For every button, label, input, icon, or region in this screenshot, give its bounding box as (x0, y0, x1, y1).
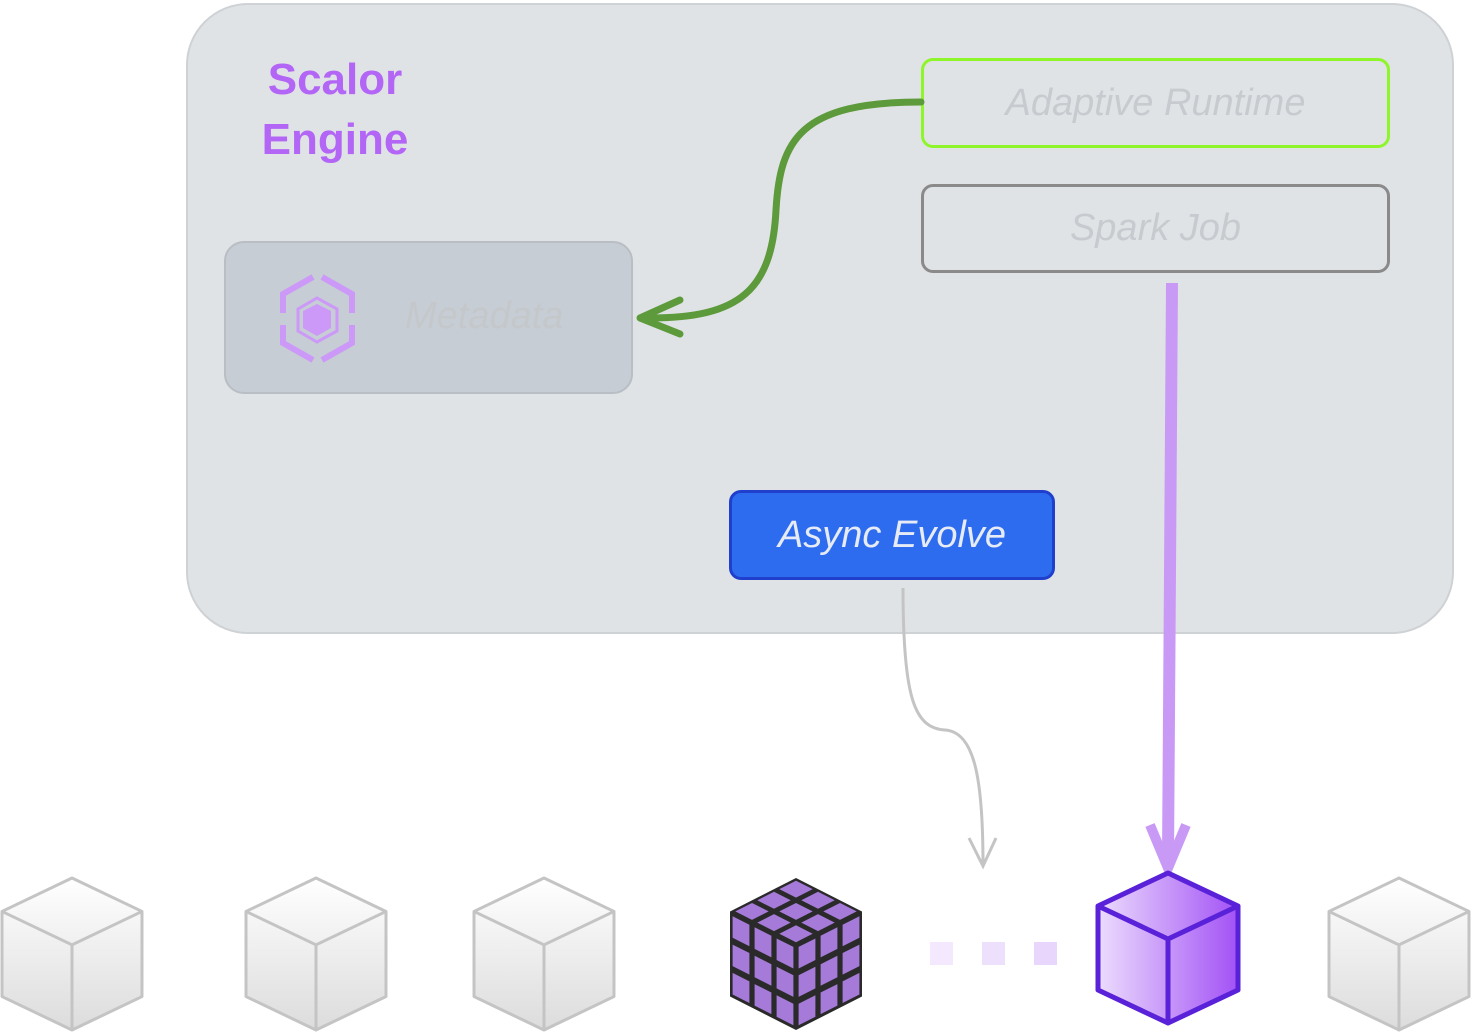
hexagon-cube-icon (280, 274, 355, 363)
metadata-label: Metadata (405, 295, 564, 337)
rubiks-cell (757, 891, 791, 909)
ellipsis-dot (930, 942, 953, 965)
rubiks-cell (776, 938, 794, 969)
spark-job-node[interactable]: Spark Job (921, 184, 1390, 273)
rubiks-cube (730, 878, 862, 1030)
rubiks-cell (776, 966, 794, 997)
rubiks-cell (823, 903, 857, 920)
rubiks-cell (754, 955, 772, 986)
rubiks-cell (779, 925, 813, 943)
rubiks-cell (798, 938, 816, 969)
rubiks-cell (754, 927, 772, 958)
async-evolve-node[interactable]: Async Evolve (729, 490, 1055, 580)
rubiks-cell (842, 972, 860, 1003)
storage-cube (472, 876, 616, 1032)
storage-cube (244, 876, 388, 1032)
ellipsis-dot (1034, 942, 1057, 965)
rubiks-cell (842, 916, 860, 947)
rubiks-cell (732, 916, 750, 947)
rubiks-cell (820, 984, 838, 1015)
rubiks-cell (735, 903, 769, 920)
rubiks-cell (779, 903, 813, 920)
storage-cube (1327, 876, 1471, 1032)
rubiks-cell (798, 966, 816, 997)
green-arrow (636, 98, 925, 338)
adaptive-runtime-node[interactable]: Adaptive Runtime (921, 58, 1390, 148)
rubiks-cell (776, 995, 794, 1026)
rubiks-cell (798, 995, 816, 1026)
rubiks-cell (754, 984, 772, 1015)
rubiks-cell (820, 927, 838, 958)
rubiks-cell (779, 880, 813, 898)
engine-title-line1: Scalor (267, 55, 403, 104)
ellipsis-dot (982, 942, 1005, 965)
metadata-node[interactable] (224, 241, 633, 394)
rubiks-cell (842, 944, 860, 975)
engine-title: Scalor Engine (230, 50, 440, 170)
gray-arrow (901, 587, 998, 870)
storage-cube (0, 876, 144, 1032)
rubiks-cell (732, 944, 750, 975)
rubiks-cell (732, 972, 750, 1003)
rubiks-cell (757, 914, 791, 932)
engine-title-line2: Engine (261, 115, 409, 164)
rubiks-cell (801, 891, 835, 909)
rubiks-cell (820, 955, 838, 986)
rubiks-cell (801, 914, 835, 932)
purple-arrow (1145, 282, 1191, 881)
active-storage-cube (1095, 870, 1241, 1026)
